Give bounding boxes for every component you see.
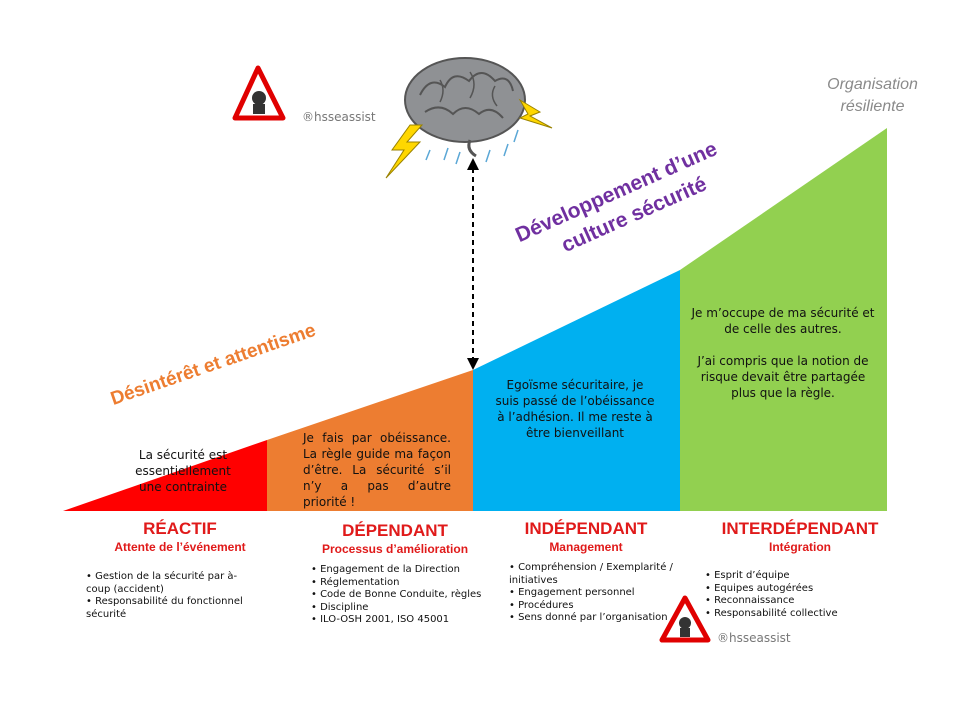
stage-title: INTERDÉPENDANT — [705, 519, 895, 539]
label-line-1: Organisation — [805, 74, 940, 96]
segment-interdependant-text-1: Je m’occupe de ma sécurité et de celle d… — [688, 305, 878, 337]
list-item: Equipes autogérées — [705, 583, 855, 596]
list-item: Gestion de la sécurité par à-coup (accid… — [86, 571, 251, 596]
segment-dependant-text: Je fais par obéissance. La règle guide m… — [303, 430, 451, 510]
stage-title: RÉACTIF — [90, 519, 270, 539]
stage-subtitle: Processus d’amélioration — [300, 541, 490, 557]
stage-independant-title: INDÉPENDANT Management — [496, 519, 676, 555]
warning-person-icon — [235, 68, 283, 118]
list-item: Réglementation — [311, 577, 496, 590]
list-item: Esprit d’équipe — [705, 570, 855, 583]
brain-storm-icon — [386, 58, 552, 178]
stage-dependant-list: Engagement de la Direction Réglementatio… — [311, 564, 496, 627]
stage-subtitle: Intégration — [705, 539, 895, 555]
stage-interdependant-title: INTERDÉPENDANT Intégration — [705, 519, 895, 555]
stage-reactif-list: Gestion de la sécurité par à-coup (accid… — [86, 571, 251, 621]
stage-subtitle: Management — [496, 539, 676, 555]
list-item: Responsabilité collective — [705, 608, 855, 621]
segment-independant-text: Egoïsme sécuritaire, je suis passé de l’… — [495, 377, 655, 441]
stage-independant-list: Compréhension / Exemplarité / initiative… — [509, 562, 674, 625]
list-item: Responsabilité du fonctionnel sécurité — [86, 596, 251, 621]
list-item: Reconnaissance — [705, 595, 855, 608]
copyright-label-bottom: ®hsseassist — [717, 631, 791, 645]
label-line-2: résiliente — [805, 96, 940, 118]
stage-reactif-title: RÉACTIF Attente de l’événement — [90, 519, 270, 555]
stage-subtitle: Attente de l’événement — [90, 539, 270, 555]
segment-interdependant-text: Je m’occupe de ma sécurité et de celle d… — [688, 305, 878, 401]
stage-title: DÉPENDANT — [300, 521, 490, 541]
list-item: Engagement personnel — [509, 587, 674, 600]
segment-reactif-text: La sécurité est essentiellement une cont… — [128, 447, 238, 495]
list-item: Compréhension / Exemplarité / initiative… — [509, 562, 674, 587]
list-item: Sens donné par l’organisation — [509, 612, 674, 625]
stage-interdependant-list: Esprit d’équipe Equipes autogérées Recon… — [705, 570, 855, 620]
list-item: Code de Bonne Conduite, règles — [311, 589, 496, 602]
list-item: Procédures — [509, 600, 674, 613]
list-item: Engagement de la Direction — [311, 564, 496, 577]
dashed-arrow — [467, 158, 479, 370]
copyright-label: ®hsseassist — [302, 110, 376, 124]
stage-title: INDÉPENDANT — [496, 519, 676, 539]
list-item: Discipline — [311, 602, 496, 615]
segment-interdependant-text-2: J’ai compris que la notion de risque dev… — [688, 353, 878, 401]
organisation-resiliente-label: Organisation résiliente — [805, 74, 940, 118]
stage-dependant-title: DÉPENDANT Processus d’amélioration — [300, 521, 490, 557]
list-item: ILO-OSH 2001, ISO 45001 — [311, 614, 496, 627]
